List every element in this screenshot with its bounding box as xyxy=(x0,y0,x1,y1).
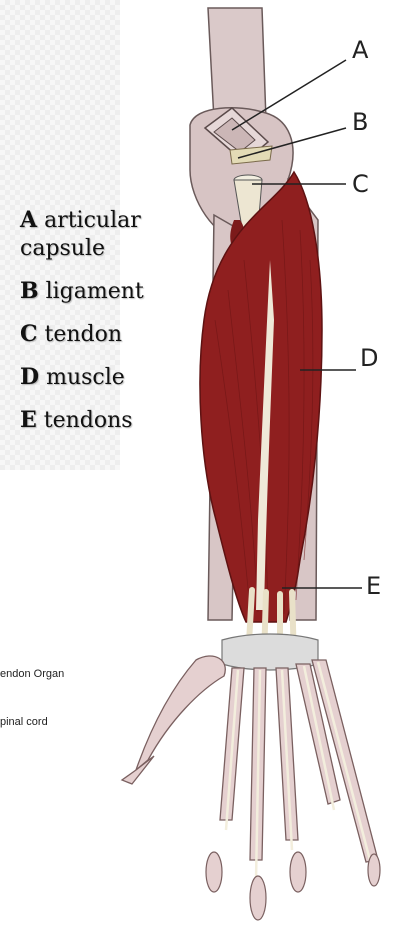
legend-item-c: C tendon xyxy=(20,320,220,349)
legend-letter: B xyxy=(20,278,39,304)
hand-bones xyxy=(122,656,378,862)
legend-item-d: D muscle xyxy=(20,363,220,392)
callout-b: B xyxy=(352,110,368,134)
callout-e: E xyxy=(366,574,381,598)
legend-text: tendon xyxy=(45,322,123,347)
legend-text: articular capsule xyxy=(20,208,141,261)
side-text-tendon-organ: endon Organ xyxy=(0,668,64,680)
legend-letter: E xyxy=(20,407,37,433)
callout-a: A xyxy=(352,38,368,62)
side-text-spinal-cord: pinal cord xyxy=(0,716,48,728)
humerus-bone xyxy=(208,8,266,120)
legend-text: tendons xyxy=(44,408,133,433)
legend-letter: A xyxy=(20,207,37,233)
callout-c: C xyxy=(352,172,369,196)
legend-text: ligament xyxy=(46,279,144,304)
legend-text: muscle xyxy=(46,365,125,390)
legend-letter: C xyxy=(20,321,38,347)
legend-item-e: E tendons xyxy=(20,406,220,435)
callout-d: D xyxy=(360,346,378,370)
legend-letter: D xyxy=(20,364,39,390)
legend-item-a: A articular capsule xyxy=(20,206,220,263)
legend-item-b: B ligament xyxy=(20,277,220,306)
fingertips xyxy=(206,852,380,920)
legend: A articular capsule B ligament C tendon … xyxy=(20,206,220,449)
